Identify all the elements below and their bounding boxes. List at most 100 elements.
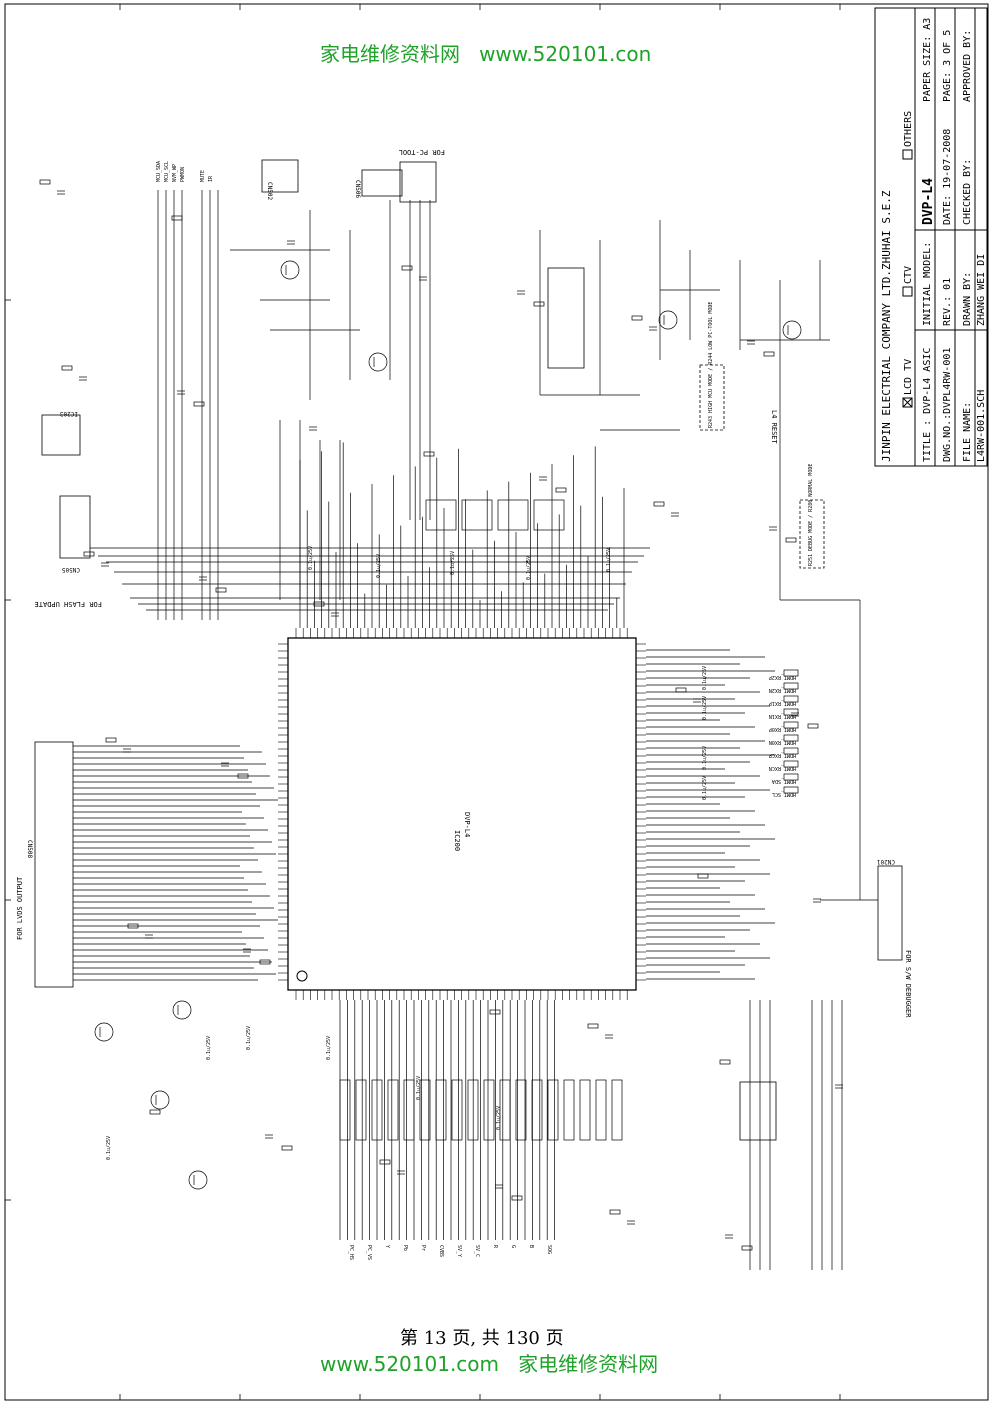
- connectors: [34, 159, 903, 1141]
- capacitor-labels: 0.1u/25V 0.1u/25V 0.1u/25V 0.1u/25V 0.1u/25V…: [106, 546, 708, 1160]
- connector-cn502: [261, 159, 299, 193]
- connector-cn201: [877, 865, 903, 961]
- page-footer: 第 13 页, 共 130 页: [400, 1328, 564, 1349]
- net-y: Y: [384, 1245, 390, 1248]
- net-pc-hs: PC_HS: [348, 1245, 354, 1260]
- drawn-by-label: DRAWN BY:: [962, 272, 973, 326]
- net-mcu-scl: MCU_SCL: [164, 161, 170, 182]
- flash-ic: [547, 267, 585, 369]
- net-hdmi-rxcn: HDMI_RXCN: [769, 765, 796, 771]
- net-pr: Pr: [420, 1245, 426, 1251]
- cap-value-label: 0.1u/25V: [416, 1076, 422, 1100]
- cap-value-label: 0.1u/25V: [206, 1036, 212, 1060]
- connector-cn506: [361, 169, 403, 197]
- net-mute: MUTE: [200, 170, 206, 182]
- checked-by: CHECKED BY:: [962, 159, 973, 225]
- cap-value-label: 0.1u/25V: [702, 776, 708, 800]
- debug-mode-label: R251 DEBUG MODE / R280 NORMAL MODE: [808, 464, 814, 566]
- page-of: PAGE: 3 OF 5: [942, 30, 953, 102]
- connector-cn505: [59, 495, 91, 559]
- left-net-labels: MCU_SDA MCU_SCL NVM_WP PWMON MUTE IR: [156, 161, 214, 182]
- cn201-label: CN201: [877, 858, 895, 865]
- net-hdmi-rx1n: HDMI_RX1N: [769, 713, 796, 719]
- title-text: TITLE : DVP-L4 ASIC: [922, 348, 933, 462]
- cap-value-label: 0.1u/25V: [246, 1026, 252, 1050]
- cap-value-label: 0.1u/25V: [106, 1136, 112, 1160]
- ic203-label: IC203: [60, 410, 78, 417]
- sw-debugger-label: FOR S/W DEBUGGER: [904, 950, 912, 1018]
- pc-tool-label: FOR PC-TOOL: [399, 148, 445, 156]
- drawn-by: ZHANG WEI DI: [976, 254, 987, 326]
- net-hdmi-rx0n: HDMI_RX0N: [769, 739, 796, 745]
- initial-model: DVP-L4: [921, 178, 936, 225]
- net-hdmi-sda: HDMI_SDA: [772, 778, 796, 784]
- initial-model-label: INITIAL MODEL:: [922, 242, 933, 326]
- approved-by: APPROVED BY:: [962, 30, 973, 102]
- cap-value-label: 0.1u/25V: [326, 1036, 332, 1060]
- watermark-top-url: www.520101.con: [479, 42, 652, 66]
- watermark-bottom: www.520101.com 家电维修资料网: [320, 1348, 658, 1377]
- net-sv-c: SV_C: [474, 1245, 480, 1257]
- net-hdmi-rx1p: HDMI_RX1P: [769, 700, 796, 706]
- title-block: JINPIN ELECTRIAL COMPANY LTD.ZHUHAI S.E.…: [874, 7, 988, 467]
- cn508-label: CN508: [26, 840, 33, 858]
- cn505-label: CN505: [62, 566, 80, 573]
- cap-value-label: 0.1u/25V: [606, 548, 612, 572]
- file-name: L4RW-001.SCH: [976, 390, 987, 462]
- net-mcu-sda: MCU_SDA: [156, 161, 162, 182]
- net-hdmi-rx0p: HDMI_RX0P: [769, 726, 796, 732]
- chk-ctv-label: CTV: [903, 266, 914, 284]
- dwg-no: DWG.NO.:DVPL4RW-001: [942, 348, 953, 462]
- bottom-net-labels: PC_HS PC_VS Y Pb Pr CVBS SV_Y SV_C R G B SOG: [348, 1245, 552, 1260]
- watermark-top-cn: 家电维修资料网: [320, 42, 460, 66]
- net-sog: SOG: [546, 1245, 552, 1254]
- cap-value-label: 0.1u/25V: [450, 551, 456, 575]
- net-pb: Pb: [402, 1245, 408, 1251]
- right-net-labels: HDMI_RX2P HDMI_RX2N HDMI_RX1P HDMI_RX1N HDMI…: [769, 674, 796, 797]
- net-ir: IR: [208, 175, 214, 182]
- net-cvbs: CVBS: [438, 1245, 444, 1257]
- eeprom-ic203: [41, 414, 81, 456]
- chk-others-label: OTHERS: [903, 111, 914, 147]
- watermark-bottom-url: www.520101.com: [320, 1352, 500, 1376]
- net-hdmi-scl: HDMI_SCL: [772, 791, 796, 797]
- cap-value-label: 0.1u/25V: [308, 546, 314, 570]
- watermark-top: 家电维修资料网 www.520101.con: [320, 38, 651, 67]
- paper-size: PAPER SIZE: A3: [922, 18, 933, 102]
- lvds-output-label: FOR LVDS OUTPUT: [16, 876, 24, 940]
- date: DATE: 19-07-2008: [942, 129, 953, 225]
- net-pc-vs: PC_VS: [366, 1245, 372, 1260]
- flash-update-label: FOR FLASH UPDATE: [35, 600, 102, 608]
- mcu-mode-box: [699, 364, 725, 431]
- net-hdmi-rx2p: HDMI_RX2P: [769, 674, 796, 680]
- mcu-mode-label: R243 HIGH MCU MODE / R244 LOW PC-TOOL MO…: [708, 302, 714, 428]
- debug-mode-box: [799, 499, 825, 569]
- watermark-bottom-cn: 家电维修资料网: [518, 1352, 659, 1376]
- cap-value-label: 0.1u/25V: [702, 746, 708, 770]
- audio-ic: [739, 1081, 777, 1141]
- net-nvm-wp: NVM_WP: [172, 164, 178, 182]
- net-hdmi-rxcp: HDMI_RXCP: [769, 752, 796, 758]
- main-ic: IC200 DVP-L4: [278, 628, 646, 1000]
- net-pwmon: PWMON: [180, 167, 186, 182]
- cap-value-label: 0.1u/25V: [496, 1106, 502, 1130]
- net-g: G: [510, 1245, 516, 1248]
- connector-cn508: [34, 741, 74, 988]
- cn502-label: CN502: [266, 182, 273, 200]
- cap-value-label: 0.1u/25V: [376, 554, 382, 578]
- annotations: FOR FLASH UPDATE FOR PC-TOOL FOR LVDS OU…: [16, 148, 912, 1018]
- main-ic-ref: IC200: [453, 830, 461, 851]
- net-sv-y: SV_Y: [456, 1245, 462, 1257]
- file-name-label: FILE NAME:: [962, 402, 973, 462]
- net-b: B: [528, 1245, 534, 1248]
- net-r: R: [492, 1245, 498, 1249]
- chk-lcd-label: LCD TV: [903, 359, 914, 395]
- company-name: JINPIN ELECTRIAL COMPANY LTD.ZHUHAI S.E.…: [880, 190, 893, 462]
- l4-reset-label: L4 RESET: [770, 410, 778, 445]
- main-ic-part: DVP-L4: [463, 812, 471, 837]
- net-hdmi-rx2n: HDMI_RX2N: [769, 687, 796, 693]
- cap-value-label: 0.1u/25V: [702, 696, 708, 720]
- cap-value-label: 0.1u/25V: [526, 556, 532, 580]
- cn506-label: CN506: [354, 180, 361, 198]
